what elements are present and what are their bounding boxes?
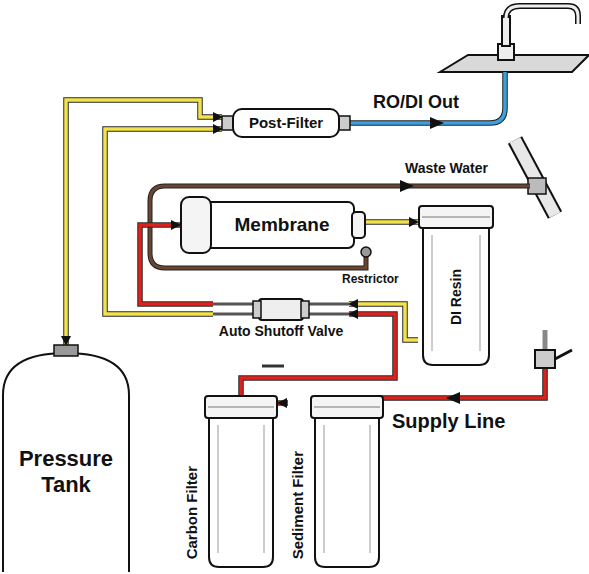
faucet-spout <box>506 6 578 24</box>
valve-body <box>259 299 303 320</box>
carbon-filter: Carbon Filter <box>182 395 278 567</box>
canister-body <box>423 227 489 365</box>
drain-pipe-edge <box>515 140 555 215</box>
canister-head <box>205 396 277 418</box>
drain-pipe <box>515 140 555 215</box>
membrane-cap <box>181 197 211 253</box>
node-label: Carbon Filter <box>183 466 200 559</box>
valve-handle <box>555 350 572 359</box>
node-label: Post-Filter <box>249 114 323 131</box>
restrictor-label-anchor: Restrictor <box>342 273 399 287</box>
membrane-end <box>352 212 365 238</box>
pipe-outline <box>278 400 288 406</box>
pipe-outline <box>349 304 418 340</box>
pressure-tank: Pressure Tank <box>2 345 130 572</box>
pipe-outline <box>66 100 222 345</box>
canister-shine <box>263 425 265 553</box>
pipe-line <box>278 401 288 405</box>
canister-shine <box>217 425 219 553</box>
node-label: Membrane <box>234 214 329 236</box>
node-label: Auto Shutoff Valve <box>219 323 343 339</box>
valve-nut <box>301 301 309 318</box>
canister-ridge <box>314 407 380 408</box>
membrane-body <box>202 202 354 248</box>
outlet-label-anchor: RO/DI Out <box>373 92 459 113</box>
pipe-outline <box>105 129 222 314</box>
outlet-line-edge <box>350 72 505 123</box>
pipe-line <box>66 100 222 345</box>
pipe-connector <box>278 403 288 404</box>
canister-head <box>311 396 383 418</box>
supply-label: Supply Line <box>392 410 505 433</box>
pipe-outline <box>366 219 418 225</box>
pipe-connector <box>66 100 222 345</box>
pipe-connector <box>366 222 418 223</box>
faucet-spout-fill <box>506 6 578 24</box>
filter-tube <box>233 109 339 137</box>
flow-arrow <box>446 392 460 404</box>
supply-label-anchor: Supply Line <box>392 410 505 433</box>
faucet-body <box>502 16 510 46</box>
drain-saddle <box>528 178 546 194</box>
node-label: DI Resin <box>448 269 464 325</box>
canister-head <box>419 206 493 228</box>
tank-fitting <box>54 345 78 356</box>
post-filter: Post-Filter <box>222 108 350 138</box>
supply-line-edge <box>380 368 545 398</box>
drain-label-anchor: Waste Water <box>405 160 488 176</box>
flow-arrow <box>400 180 414 192</box>
pipe-line <box>105 129 222 314</box>
di-resin-canister: DI Resin <box>418 205 494 365</box>
restrictor-fitting <box>361 247 371 257</box>
node-label: Pressure Tank <box>9 446 123 497</box>
canister-ridge <box>422 217 490 218</box>
supply-line <box>380 368 545 398</box>
canister-body <box>209 417 273 567</box>
valve-nut <box>253 301 261 318</box>
tank-shell <box>3 353 129 572</box>
pipe-connector <box>349 304 418 340</box>
restrictor-label: Restrictor <box>342 273 399 287</box>
canister-ridge <box>208 407 274 408</box>
shutoff-valve: Auto Shutoff Valve <box>213 298 349 342</box>
sediment-filter: Sediment Filter <box>288 395 384 567</box>
drain-label: Waste Water <box>405 160 488 176</box>
flow-arrow <box>430 117 444 129</box>
canister-shine <box>479 235 481 351</box>
canister-shine <box>323 425 325 553</box>
supply-pipe <box>543 330 548 352</box>
node-label: Sediment Filter <box>289 451 306 559</box>
outlet-label: RO/DI Out <box>373 92 459 113</box>
outlet-line <box>350 72 505 123</box>
mark <box>262 365 284 368</box>
membrane-housing: Membrane <box>180 196 366 254</box>
pipe-line <box>349 304 418 340</box>
canister-shine <box>369 425 371 553</box>
supply-valve <box>535 350 555 368</box>
canister-shine <box>431 235 433 351</box>
pipe-connector <box>105 129 222 314</box>
canister-body <box>315 417 379 567</box>
pipe-line <box>366 220 418 224</box>
